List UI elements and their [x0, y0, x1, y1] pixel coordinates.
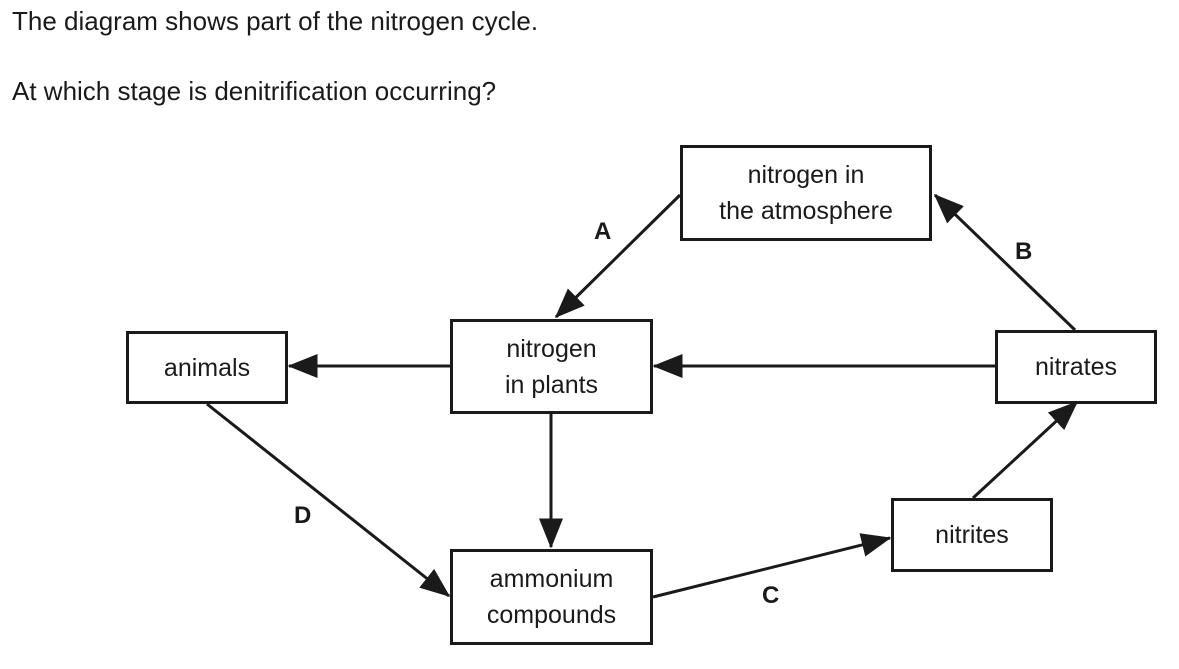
- node-label-line: nitrogen: [506, 334, 597, 363]
- node-label-line: compounds: [486, 601, 617, 629]
- node-nitrates: nitrates: [995, 330, 1157, 404]
- node-nitrites: nitrites: [891, 498, 1053, 572]
- arrow-a-atmosphere-to-plants: [554, 193, 682, 319]
- node-label-line: ammonium: [489, 565, 614, 593]
- node-label-line: the atmosphere: [719, 197, 893, 225]
- node-label-line: animals: [163, 353, 251, 382]
- node-nitrogen-in-plants: nitrogen in plants: [450, 319, 653, 414]
- node-animals: animals: [126, 331, 288, 404]
- stage-label-c: C: [762, 582, 780, 609]
- arrow-nitrites-to-nitrates: [971, 400, 1079, 500]
- node-ammonium-compounds: ammonium compounds: [450, 549, 653, 645]
- node-nitrogen-in-atmosphere: nitrogen in the atmosphere: [680, 145, 932, 241]
- node-label-line: nitrates: [1035, 353, 1117, 381]
- node-label-line: nitrogen in: [747, 161, 865, 189]
- stage-label-d: D: [294, 502, 312, 529]
- question-prompt: At which stage is denitrification occurr…: [12, 76, 497, 106]
- stage-label-b: B: [1015, 238, 1033, 265]
- question-intro: The diagram shows part of the nitrogen c…: [12, 6, 539, 36]
- arrow-c-ammonium-to-nitrites: [652, 533, 892, 599]
- arrow-d-animals-to-ammonium: [206, 402, 451, 598]
- node-label-line: in plants: [504, 370, 599, 399]
- node-label-line: nitrites: [935, 521, 1009, 549]
- stage-label-a: A: [594, 218, 612, 245]
- arrow-b-nitrates-to-atmosphere: [933, 193, 1077, 332]
